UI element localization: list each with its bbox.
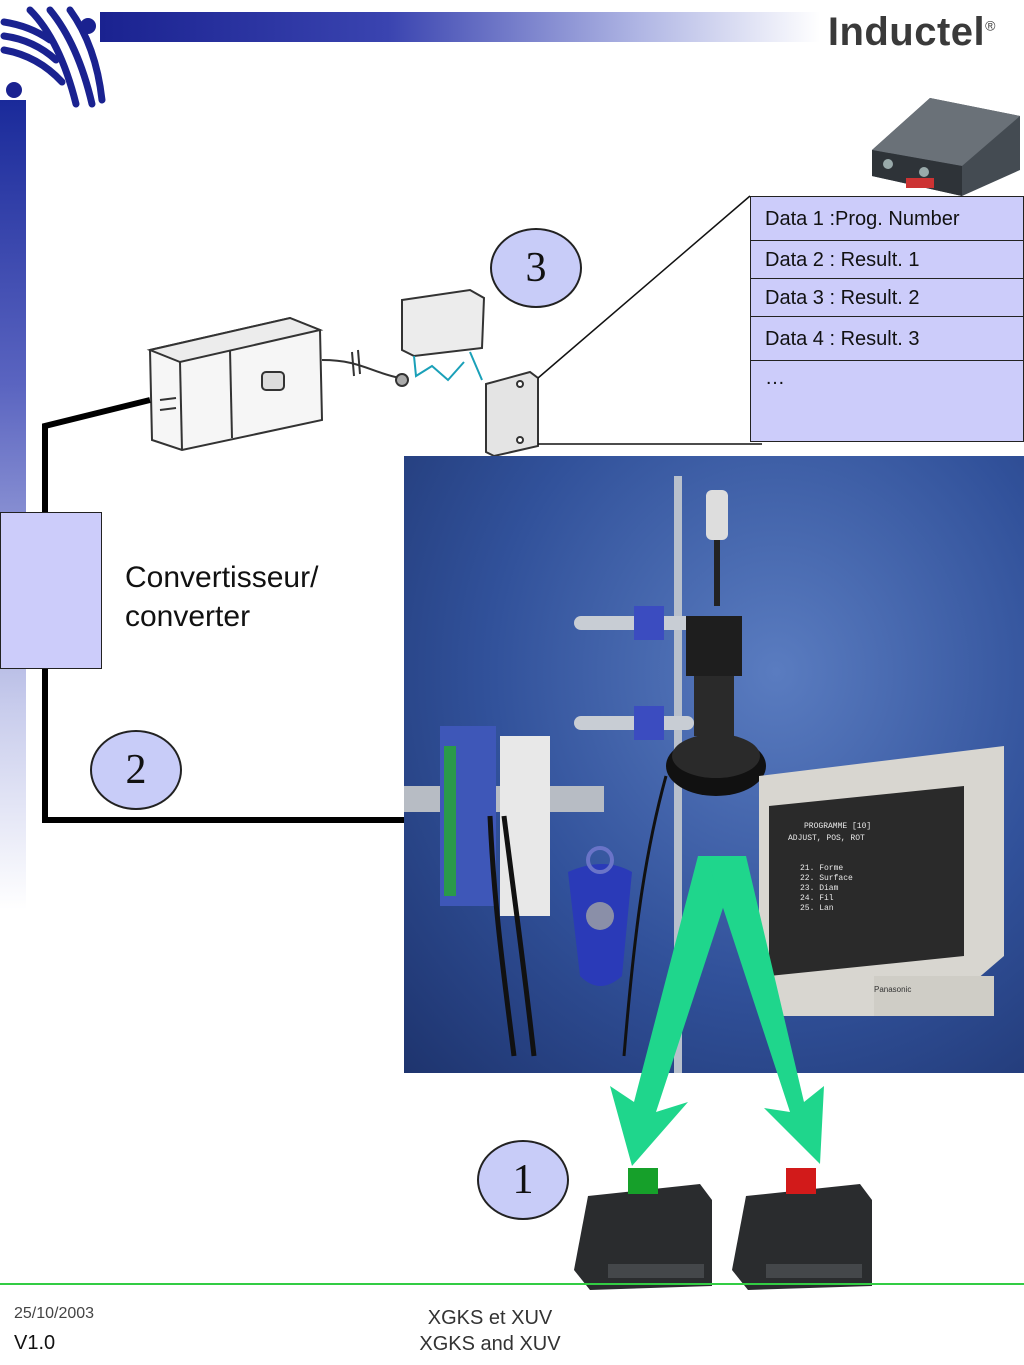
reader-head-drawing [401,288,486,382]
svg-text:22. Surface: 22. Surface [800,874,853,883]
footer-version: V1.0 [14,1332,56,1354]
contact-block-zbe102 [732,1168,872,1290]
converter-label: Convertisseur/ converter [125,558,318,636]
panasonic-label: Panasonic [874,985,911,994]
left-accent-bar [0,100,26,910]
step-3-badge: 3 [490,228,582,308]
cable-drawing [321,349,409,387]
data-row: Data 3 : Result. 2 [751,279,1023,317]
converter-label-line1: Convertisseur/ [125,561,319,594]
svg-text:21. Forme: 21. Forme [800,864,843,873]
converter-box [0,512,102,669]
footer-title: XGKS et XUV XGKS and XUV [400,1305,580,1357]
data-carrier-drawing [485,370,539,458]
vision-system-photo: PROGRAMME [10] ADJUST, POS, ROT 21. Form… [404,456,1024,1073]
converter-label-line2: converter [125,600,251,633]
contact-block-zbe101 [574,1168,712,1290]
registered-mark: ® [985,17,996,34]
monitor-screen-text: PROGRAMME [10] ADJUST, POS, ROT 21. Form… [788,822,871,913]
svg-text:ADJUST, POS, ROT: ADJUST, POS, ROT [788,834,865,843]
step-1-text: 1 [512,1157,534,1203]
photo-drawing: PROGRAMME [10] ADJUST, POS, ROT 21. Form… [404,476,1004,1073]
step-1-badge: 1 [477,1140,569,1220]
footer-date: 25/10/2003 [14,1305,95,1322]
footer-title-fr: XGKS et XUV [427,1307,553,1329]
company-logo [0,6,106,108]
step-2-text: 2 [125,747,147,793]
header-bar [100,12,820,42]
data-row: Data 4 : Result. 3 [751,317,1023,361]
svg-text:24. Fil: 24. Fil [800,894,834,903]
data-row: Data 2 : Result. 1 [751,241,1023,279]
svg-text:25. Lan: 25. Lan [800,904,834,913]
wiring [42,397,488,823]
data-table: Data 1 :Prog. Number Data 2 : Result. 1 … [750,196,1024,442]
step-2-badge: 2 [90,730,182,810]
data-row: Data 1 :Prog. Number [751,197,1023,241]
footer-divider [0,1283,1024,1285]
inductel-device-image [872,98,1020,196]
svg-text:23. Diam: 23. Diam [800,884,839,893]
brand-text: Inductel [827,10,986,54]
step-3-text: 3 [525,245,547,291]
footer-title-en: XGKS and XUV [419,1333,561,1355]
data-row: … [765,367,785,389]
brand-name: Inductel® [828,10,996,55]
controller-unit-drawing [146,316,324,452]
svg-text:PROGRAMME [10]: PROGRAMME [10] [804,822,871,831]
